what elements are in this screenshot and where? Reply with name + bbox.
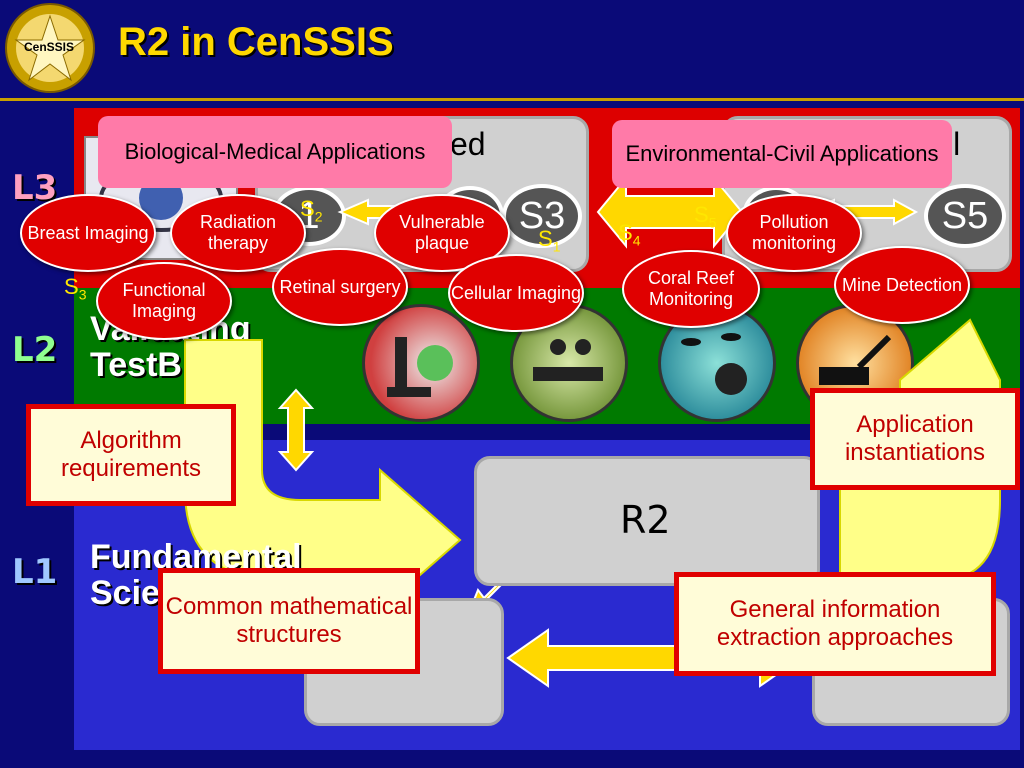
oval-cellular-imaging: Cellular Imaging (448, 254, 584, 332)
s4-label: S4 (618, 220, 641, 249)
microscope-testbed-icon (362, 304, 480, 422)
r2-box (474, 456, 820, 586)
node-s5: S5 (924, 184, 1006, 248)
bio-medical-header: Biological-Medical Applications (98, 116, 452, 188)
bio-panel-text: ed (450, 126, 486, 162)
env-civil-header: Environmental-Civil Applications (612, 120, 952, 188)
s3-label: S3 (64, 274, 87, 303)
censsis-logo: CenSSIS (4, 2, 96, 94)
oval-pollution-monitoring: Pollution monitoring (726, 194, 862, 272)
oval-radiation-therapy: Radiation therapy (170, 194, 306, 272)
s1-label: S1 (538, 226, 561, 255)
oval-mine-detection: Mine Detection (834, 246, 970, 324)
level-l2-label: L2 (12, 330, 58, 370)
node-s3: S3 (502, 184, 582, 248)
s5-label: S5 (694, 202, 717, 231)
oval-breast-imaging: Breast Imaging (20, 194, 156, 272)
oval-retinal-surgery: Retinal surgery (272, 248, 408, 326)
slide-title: R2 in CenSSIS (118, 20, 394, 64)
r2-label: R2 (620, 498, 671, 542)
oval-functional-imaging: Functional Imaging (96, 262, 232, 340)
common-structures-callout: Common mathematical structures (158, 568, 420, 674)
general-approaches-callout: General information extraction approache… (674, 572, 996, 676)
level-l1-label: L1 (12, 552, 58, 592)
application-instantiations-callout: Application instantiations (810, 388, 1020, 490)
algorithm-requirements-callout: Algorithm requirements (26, 404, 236, 506)
oval-coral-reef-monitoring: Coral Reef Monitoring (622, 250, 760, 328)
title-divider (0, 98, 1024, 101)
logo-text: CenSSIS (24, 40, 75, 54)
